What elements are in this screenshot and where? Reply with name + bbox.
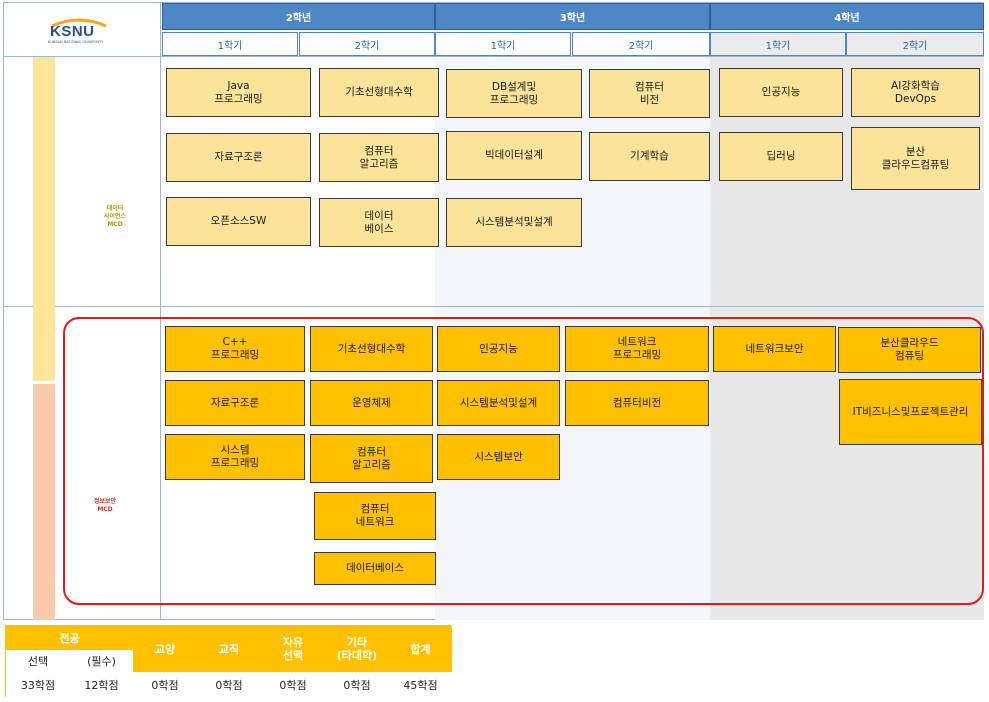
semester-header: 1학기 xyxy=(710,32,846,56)
security-course: 컴퓨터 알고리즘 xyxy=(310,434,433,483)
ds-course: 시스템분석및설계 xyxy=(446,198,582,247)
ds-course: 기계학습 xyxy=(589,132,710,181)
select-header: 선택 xyxy=(6,650,70,672)
ds-course: 기초선형대수학 xyxy=(319,68,439,117)
ds-course: Java 프로그래밍 xyxy=(166,68,311,117)
ksnu-logo: KSNU KUNSAN NATIONAL UNIVERSITY xyxy=(44,16,114,46)
security-track-bar xyxy=(33,384,55,620)
security-course: 컴퓨터 네트워크 xyxy=(314,492,436,540)
ds-course: 컴퓨터 알고리즘 xyxy=(319,133,439,182)
security-track-label: 정보보안 MCD xyxy=(93,498,117,513)
ds-course: 분산 클라우드컴퓨팅 xyxy=(851,127,980,190)
teaching-value: 0학점 xyxy=(197,672,261,698)
ds-course: 빅데이터설계 xyxy=(446,131,582,180)
security-course: 분산클라우드 컴퓨팅 xyxy=(838,327,981,373)
ds-track-bar xyxy=(33,57,55,381)
semester-header: 2학기 xyxy=(846,32,984,56)
free-elective-header: 자유 선택 xyxy=(261,626,325,672)
other-value: 0학점 xyxy=(325,672,389,698)
total-header: 합계 xyxy=(389,626,452,672)
year-header-3: 3학년 xyxy=(435,3,710,30)
ds-course: 딥러닝 xyxy=(719,132,843,181)
year-header-4: 4학년 xyxy=(710,3,984,30)
security-course: 네트워크 프로그래밍 xyxy=(565,326,709,372)
security-course: 데이터베이스 xyxy=(314,552,436,585)
major-header: 전공 xyxy=(6,626,133,650)
free-elective-value: 0학점 xyxy=(261,672,325,698)
total-value: 45학점 xyxy=(389,672,452,698)
security-course: 네트워크보안 xyxy=(713,326,836,372)
culture-header: 교양 xyxy=(133,626,197,672)
other-header: 기타 (타대학) xyxy=(325,626,389,672)
security-course: C++ 프로그래밍 xyxy=(165,326,305,372)
security-course: 시스템 프로그래밍 xyxy=(165,434,305,480)
logo-arc-icon xyxy=(51,18,107,28)
security-course: 인공지능 xyxy=(437,326,560,372)
security-course: 기초선형대수학 xyxy=(310,326,433,372)
ds-course: 오픈소스SW xyxy=(166,197,311,246)
ds-course: 인공지능 xyxy=(719,68,843,117)
teaching-header: 교직 xyxy=(197,626,261,672)
logo-subtitle: KUNSAN NATIONAL UNIVERSITY xyxy=(48,40,104,44)
security-course: IT비즈니스및프로젝트관리 xyxy=(839,379,982,445)
ds-course: 자료구조론 xyxy=(166,133,311,182)
select-value: 33학점 xyxy=(6,672,70,698)
security-course: 운영체제 xyxy=(310,380,433,426)
left-column-divider xyxy=(160,2,161,620)
security-highlight xyxy=(63,317,984,605)
logo-text: KSNU xyxy=(50,23,95,40)
ds-course: AI강화학습 DevOps xyxy=(851,68,980,117)
semester-header: 1학기 xyxy=(162,32,298,56)
ds-course: 컴퓨터 비전 xyxy=(589,69,710,118)
year-header-2: 2학년 xyxy=(162,3,435,30)
ds-course: DB설계및 프로그래밍 xyxy=(446,69,582,118)
required-value: 12학점 xyxy=(70,672,133,698)
security-course: 시스템보안 xyxy=(437,434,560,480)
semester-header: 2학기 xyxy=(299,32,435,56)
required-header: (필수) xyxy=(70,650,133,672)
header-divider xyxy=(3,56,984,57)
semester-header: 1학기 xyxy=(435,32,571,56)
security-course: 자료구조론 xyxy=(165,380,305,426)
semester-header: 2학기 xyxy=(572,32,710,56)
security-course: 시스템분석및설계 xyxy=(437,380,560,426)
ds-track-label: 데이터 사이언스 MCD xyxy=(103,205,127,228)
ds-course: 데이터 베이스 xyxy=(319,198,439,247)
security-course: 컴퓨터비전 xyxy=(565,380,709,426)
culture-value: 0학점 xyxy=(133,672,197,698)
track-divider xyxy=(3,306,984,307)
credits-table: 전공 선택 (필수) 교양 교직 자유 선택 기타 (타대학) 합계 33학점 … xyxy=(5,625,452,698)
